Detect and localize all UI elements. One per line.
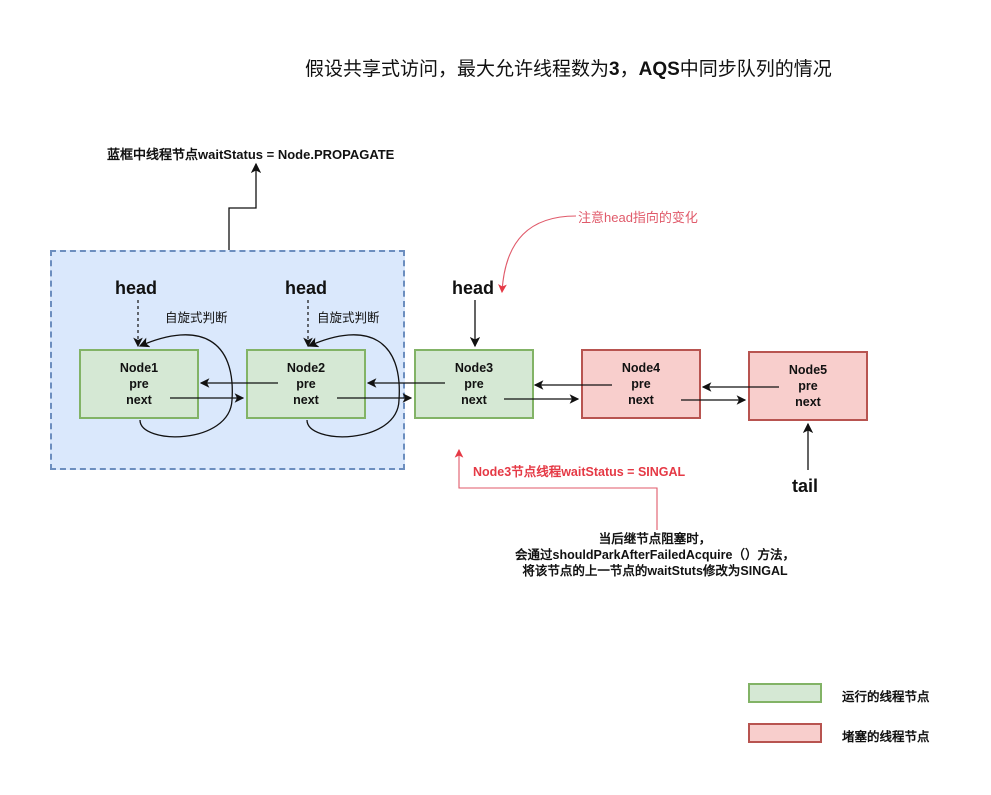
node-next: next (628, 393, 654, 407)
node-name: Node4 (621, 361, 661, 375)
node-next: next (126, 393, 152, 407)
node-pre: pre (129, 377, 149, 391)
title-sep: ， (619, 58, 639, 80)
node-name: Node5 (788, 363, 828, 377)
legend-label-blocked: 堵塞的线程节点 (842, 730, 930, 744)
title-aqs: AQS (638, 59, 680, 80)
title-number: 3 (609, 59, 620, 80)
head-label-1: head (115, 278, 158, 298)
node-3: Node3 pre next (414, 349, 534, 419)
node-5: Node5 pre next (748, 351, 868, 421)
head-label-3: head (452, 278, 495, 298)
node-1: Node1 pre next (79, 349, 199, 419)
spin-label-2: 自旋式判断 (317, 310, 380, 325)
head-change-arrow (498, 215, 577, 294)
node-next: next (293, 393, 319, 407)
node-name: Node1 (119, 361, 159, 375)
explanation-text: 当后继节点阻塞时， 会通过shouldParkAfterFailedAcquir… (440, 531, 870, 579)
diagram-title: 假设共享式访问，最大允许线程数为3，AQS中同步队列的情况 (305, 54, 832, 81)
node-2: Node2 pre next (246, 349, 366, 419)
node3-status-label: Node3节点线程waitStatus = SINGAL (473, 465, 686, 479)
node-next: next (461, 393, 487, 407)
title-prefix: 假设共享式访问，最大允许线程数为 (305, 58, 610, 80)
node-name: Node2 (286, 361, 326, 375)
node-4: Node4 pre next (581, 349, 701, 419)
group-label-arrow (228, 162, 262, 250)
legend-swatch-running (748, 683, 822, 703)
node-pre: pre (296, 377, 316, 391)
node-pre: pre (464, 377, 484, 391)
node-next: next (795, 395, 821, 409)
legend-swatch-blocked (748, 723, 822, 743)
head-change-note: 注意head指向的变化 (578, 210, 698, 225)
node-pre: pre (631, 377, 651, 391)
spin-label-1: 自旋式判断 (165, 310, 228, 325)
node-name: Node3 (454, 361, 494, 375)
tail-label: tail (792, 476, 819, 496)
propagate-group-label: 蓝框中线程节点waitStatus = Node.PROPAGATE (107, 147, 395, 162)
head-label-2: head (285, 278, 328, 298)
title-suffix: 中同步队列的情况 (679, 58, 832, 80)
explanation-line-3: 将该节点的上一节点的waitStuts修改为SINGAL (522, 564, 788, 578)
legend-label-running: 运行的线程节点 (842, 690, 930, 704)
explanation-line-2: 会通过shouldParkAfterFailedAcquire（）方法， (515, 548, 795, 562)
explanation-line-1: 当后继节点阻塞时， (598, 532, 712, 546)
node-pre: pre (798, 379, 818, 393)
